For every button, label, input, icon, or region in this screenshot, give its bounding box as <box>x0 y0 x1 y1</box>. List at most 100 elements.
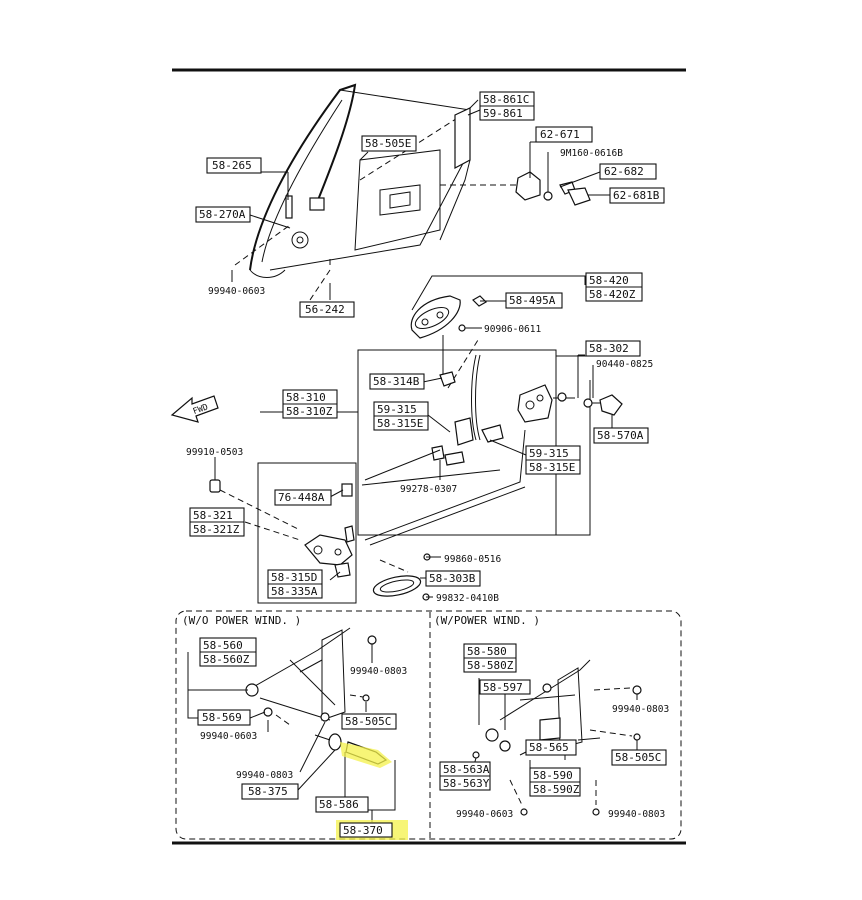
label-62-681B: 62-681B <box>609 187 665 204</box>
label-58-370-highlighted: 58-370 <box>336 742 408 840</box>
label-58-270A: 58-270A <box>195 206 251 223</box>
label-58-420: 58-420 58-420Z <box>585 272 643 302</box>
label-58-495A: 58-495A <box>505 292 563 309</box>
label-58-315D: 58-315D 58-335A <box>267 569 323 599</box>
part-number: 58-303B <box>429 572 476 585</box>
part-number: 99940-0603 <box>200 731 257 742</box>
part-number: 58-569 <box>202 711 242 724</box>
part-number: 58-315E <box>377 417 423 430</box>
part-number: 58-590Z <box>533 783 580 796</box>
part-number: 58-505E <box>365 137 411 150</box>
manual-regulator <box>245 627 388 765</box>
label-58-265: 58-265 <box>206 157 262 174</box>
label-58-314B: 58-314B <box>369 373 425 390</box>
label-58-586: 58-586 <box>315 796 369 813</box>
part-number: 58-420 <box>589 274 629 287</box>
label-58-505C-manual: 58-505C <box>341 713 397 730</box>
label-58-375: 58-375 <box>241 783 299 800</box>
part-number: 58-315E <box>529 461 575 474</box>
part-number: 99278-0307 <box>400 484 457 495</box>
part-number: 99940-0803 <box>612 704 669 715</box>
label-58-565: 58-565 <box>525 739 577 756</box>
part-number: 58-563Y <box>443 777 490 790</box>
part-number: 76-448A <box>278 491 325 504</box>
part-number: 90906-0611 <box>484 324 541 335</box>
part-number: 99860-0516 <box>444 554 501 565</box>
part-number: 62-681B <box>613 189 660 202</box>
label-76-448A: 76-448A <box>274 489 332 506</box>
section-title-power: (W/POWER WIND. ) <box>434 614 540 627</box>
part-number: 58-370 <box>343 824 383 837</box>
part-number: 58-310Z <box>286 405 333 418</box>
part-number: 59-315 <box>529 447 569 460</box>
label-58-321: 58-321 58-321Z <box>189 507 245 537</box>
part-number: 58-315D <box>271 571 317 584</box>
part-number: 59-861 <box>483 107 523 120</box>
part-number: 58-505C <box>615 751 661 764</box>
part-number: 58-270A <box>199 208 246 221</box>
label-58-505C-power: 58-505C <box>611 749 667 766</box>
part-number: 58-321Z <box>193 523 240 536</box>
part-number: 99940-0603 <box>208 286 265 297</box>
part-number: 58-586 <box>319 798 359 811</box>
part-number: 58-335A <box>271 585 318 598</box>
part-number: 58-565 <box>529 741 569 754</box>
part-number: 58-302 <box>589 342 629 355</box>
part-number: 62-682 <box>604 165 644 178</box>
outer-handle-parts <box>515 142 610 206</box>
part-number: 58-597 <box>483 681 523 694</box>
part-number: 58-861C <box>483 93 529 106</box>
part-number: 56-242 <box>305 303 345 316</box>
fwd-label: FWD <box>192 402 210 417</box>
part-number: 58-580Z <box>467 659 514 672</box>
label-62-671: 62-671 <box>535 126 593 143</box>
part-number: 99910-0503 <box>186 447 243 458</box>
label-58-590: 58-590 58-590Z <box>529 767 581 797</box>
outside-handle-frame <box>257 462 357 604</box>
part-number: 90440-0825 <box>596 359 653 370</box>
part-number: 99940-0803 <box>236 770 293 781</box>
inner-bezel <box>372 553 431 601</box>
label-58-563A: 58-563A 58-563Y <box>439 761 491 791</box>
part-number: 58-265 <box>212 159 252 172</box>
inner-handle <box>410 275 586 375</box>
label-58-597: 58-597 <box>479 679 531 695</box>
label-58-580: 58-580 58-580Z <box>463 643 517 673</box>
label-58-569: 58-569 <box>197 709 251 726</box>
part-number: 99940-0803 <box>608 809 665 820</box>
section-without-power <box>175 610 682 840</box>
part-number: 58-560 <box>203 639 243 652</box>
label-59-315-right: 59-315 58-315E <box>525 445 581 475</box>
part-number: 62-671 <box>540 128 580 141</box>
label-62-682: 62-682 <box>599 163 657 180</box>
part-number: 59-315 <box>377 403 417 416</box>
part-number: 58-570A <box>597 429 644 442</box>
power-regulator <box>472 659 642 816</box>
part-number: 58-580 <box>467 645 507 658</box>
part-number: 99832-0410B <box>436 593 499 604</box>
highlight-part <box>340 742 392 768</box>
part-number: 9M160-0616B <box>560 148 623 159</box>
part-number: 58-563A <box>443 763 490 776</box>
part-number: 58-560Z <box>203 653 250 666</box>
label-58-310: 58-310 58-310Z <box>282 389 338 419</box>
label-58-303B: 58-303B <box>425 570 481 587</box>
door-latch <box>361 339 623 546</box>
label-58-861: 58-861C 59-861 <box>479 91 535 121</box>
label-58-560: 58-560 58-560Z <box>199 637 257 667</box>
lock-assembly-frame <box>357 349 557 536</box>
label-56-242: 56-242 <box>299 301 355 318</box>
part-number: 58-310 <box>286 391 326 404</box>
label-58-505E: 58-505E <box>361 135 417 152</box>
part-number: 58-375 <box>248 785 288 798</box>
inner-panel <box>454 99 479 169</box>
section-title-manual: (W/O POWER WIND. ) <box>182 614 301 627</box>
part-number: 58-505C <box>345 715 391 728</box>
fwd-arrow: FWD <box>170 395 219 423</box>
part-number: 99940-0803 <box>350 666 407 677</box>
label-59-315-left: 59-315 58-315E <box>373 401 429 431</box>
label-58-570A: 58-570A <box>593 427 649 444</box>
part-number: 58-420Z <box>589 288 636 301</box>
part-number: 58-590 <box>533 769 573 782</box>
